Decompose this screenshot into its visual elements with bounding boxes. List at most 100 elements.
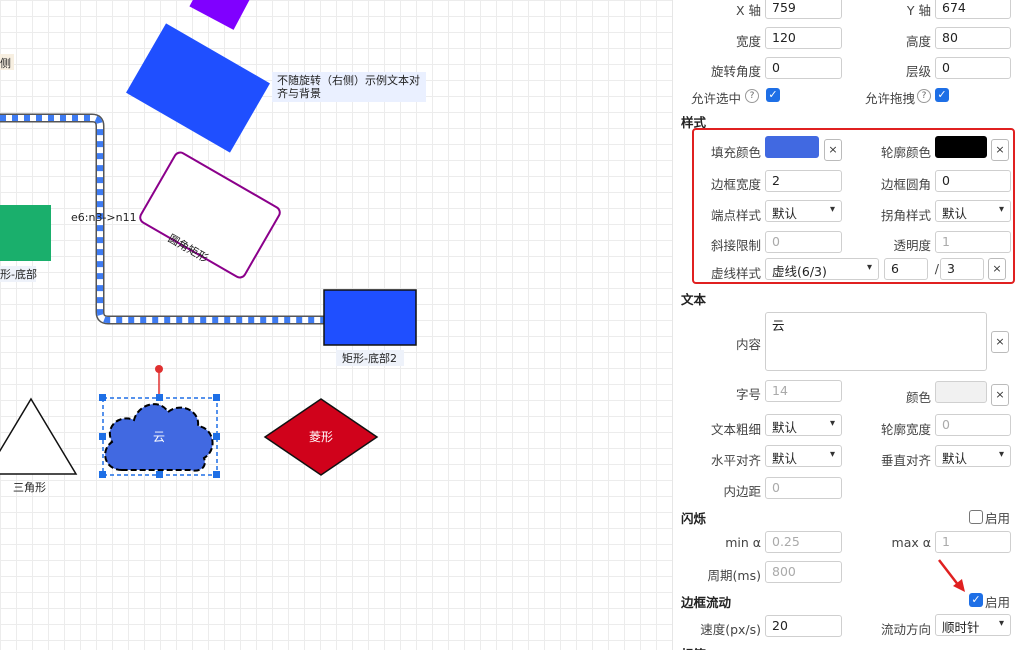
rect-bottom2[interactable] xyxy=(323,289,417,346)
max-alpha-label: max α xyxy=(891,535,931,550)
y-input[interactable]: 674 xyxy=(935,0,1011,19)
opacity-input[interactable]: 1 xyxy=(935,231,1011,253)
outline-width-input[interactable]: 0 xyxy=(935,414,1011,436)
miter-limit-label: 斜接限制 xyxy=(710,238,761,253)
v-align-label: 垂直对齐 xyxy=(880,453,931,468)
diamond-shape[interactable] xyxy=(263,398,379,476)
blink-enable-checkbox[interactable] xyxy=(969,510,983,524)
resize-handle-mr[interactable] xyxy=(213,433,220,440)
opacity-label: 透明度 xyxy=(893,238,931,253)
period-input[interactable]: 800 xyxy=(765,561,842,583)
padding-input[interactable]: 0 xyxy=(765,477,842,499)
v-align-value: 默认 xyxy=(942,451,968,466)
rounded-rect[interactable] xyxy=(138,150,282,279)
text-color-label: 颜色 xyxy=(905,390,931,405)
min-alpha-input[interactable]: 0.25 xyxy=(765,531,842,553)
dash-length-input[interactable]: 6 xyxy=(884,258,928,280)
resize-handle-br[interactable] xyxy=(213,471,220,478)
triangle-shape[interactable] xyxy=(0,397,78,475)
font-weight-select[interactable]: 默认 ▾ xyxy=(765,414,842,436)
text-section-title: 文本 xyxy=(681,292,707,307)
style-section-title: 样式 xyxy=(681,115,707,130)
fill-color-swatch[interactable] xyxy=(765,136,819,158)
dash-gap-input[interactable]: 3 xyxy=(940,258,984,280)
rotate-input[interactable]: 0 xyxy=(765,57,842,79)
resize-handle-tl[interactable] xyxy=(99,394,106,401)
font-size-input[interactable]: 14 xyxy=(765,380,842,402)
stroke-color-clear-button[interactable]: × xyxy=(991,139,1009,161)
cloud-text: 云 xyxy=(153,430,165,444)
font-weight-value: 默认 xyxy=(772,420,798,435)
chevron-down-icon: ▾ xyxy=(866,262,872,273)
canvas-drawing: 侧 不随旋转（右侧）示例文本对 齐与背景 e6:n3->n11 圆角矩形 形-底… xyxy=(0,0,426,494)
text-color-clear-button[interactable]: × xyxy=(991,384,1009,406)
min-alpha-label: min α xyxy=(725,535,761,550)
miter-limit-input[interactable]: 0 xyxy=(765,231,842,253)
join-style-select[interactable]: 默认▾ xyxy=(935,200,1011,222)
width-label: 宽度 xyxy=(735,34,761,49)
purple-shape[interactable] xyxy=(189,0,253,30)
blink-enable-label: 启用 xyxy=(985,511,1011,526)
width-input[interactable]: 120 xyxy=(765,27,842,49)
resize-handle-bm[interactable] xyxy=(156,471,163,478)
h-align-select[interactable]: 默认 ▾ xyxy=(765,445,842,467)
chevron-down-icon: ▾ xyxy=(998,449,1004,460)
diamond-text: 菱形 xyxy=(309,430,333,444)
rotated-blue-rect[interactable] xyxy=(126,23,270,153)
flow-enable-label: 启用 xyxy=(985,595,1011,610)
dash-style-label: 虚线样式 xyxy=(710,266,761,281)
dash-clear-button[interactable]: × xyxy=(988,258,1006,280)
rect-bottom2-label: 矩形-底部2 xyxy=(342,351,397,365)
diagram-canvas[interactable]: 侧 不随旋转（右侧）示例文本对 齐与背景 e6:n3->n11 圆角矩形 形-底… xyxy=(0,0,672,650)
stroke-color-swatch[interactable] xyxy=(935,136,987,158)
border-width-input[interactable]: 2 xyxy=(765,170,842,192)
selectable-checkbox[interactable]: ✓ xyxy=(766,88,780,102)
chevron-down-icon: ▾ xyxy=(829,449,835,460)
resize-handle-bl[interactable] xyxy=(99,471,106,478)
v-align-select[interactable]: 默认 ▾ xyxy=(935,445,1011,467)
height-input[interactable]: 80 xyxy=(935,27,1011,49)
cloud-shape[interactable] xyxy=(104,403,214,472)
selectable-label: 允许选中 xyxy=(690,91,741,106)
border-radius-input[interactable]: 0 xyxy=(935,170,1011,192)
chevron-down-icon: ▾ xyxy=(829,418,835,429)
dash-style-select[interactable]: 虚线(6/3)▾ xyxy=(765,258,879,280)
dash-separator: / xyxy=(934,261,939,276)
content-textarea[interactable]: 云 xyxy=(765,312,987,371)
rotate-handle[interactable] xyxy=(155,365,163,373)
flow-section-title: 边框流动 xyxy=(681,595,732,610)
green-rect[interactable] xyxy=(0,205,51,261)
edge-connector-dashes xyxy=(0,115,325,323)
x-input[interactable]: 759 xyxy=(765,0,842,19)
resize-handle-tr[interactable] xyxy=(213,394,220,401)
border-width-label: 边框宽度 xyxy=(710,177,761,192)
draggable-checkbox[interactable]: ✓ xyxy=(935,88,949,102)
height-label: 高度 xyxy=(905,34,931,49)
text-color-swatch[interactable] xyxy=(935,381,987,403)
h-align-value: 默认 xyxy=(772,451,798,466)
resize-handle-tm[interactable] xyxy=(156,394,163,401)
blink-section-title: 闪烁 xyxy=(681,511,707,526)
chevron-down-icon: ▾ xyxy=(998,204,1004,215)
cap-style-label: 端点样式 xyxy=(710,208,761,223)
layer-label: 层级 xyxy=(905,64,931,79)
join-style-label: 拐角样式 xyxy=(880,208,931,223)
annotation-arrow-icon xyxy=(938,559,965,592)
h-align-label: 水平对齐 xyxy=(710,453,761,468)
flow-enable-checkbox[interactable]: ✓ xyxy=(969,593,983,607)
draggable-help-icon[interactable]: ? xyxy=(917,89,931,103)
outline-width-label: 轮廓宽度 xyxy=(880,422,931,437)
speed-input[interactable]: 20 xyxy=(765,615,842,637)
layer-input[interactable]: 0 xyxy=(935,57,1011,79)
chevron-down-icon: ▾ xyxy=(998,618,1004,629)
max-alpha-input[interactable]: 1 xyxy=(935,531,1011,553)
rotated-rect-text-line2: 齐与背景 xyxy=(277,86,321,100)
content-clear-button[interactable]: × xyxy=(991,331,1009,353)
direction-label: 流动方向 xyxy=(880,622,931,637)
next-section-title: 标签 xyxy=(681,644,706,650)
direction-select[interactable]: 顺时针▾ xyxy=(935,614,1011,636)
cap-style-select[interactable]: 默认▾ xyxy=(765,200,842,222)
resize-handle-ml[interactable] xyxy=(99,433,106,440)
fill-color-clear-button[interactable]: × xyxy=(824,139,842,161)
selectable-help-icon[interactable]: ? xyxy=(745,89,759,103)
